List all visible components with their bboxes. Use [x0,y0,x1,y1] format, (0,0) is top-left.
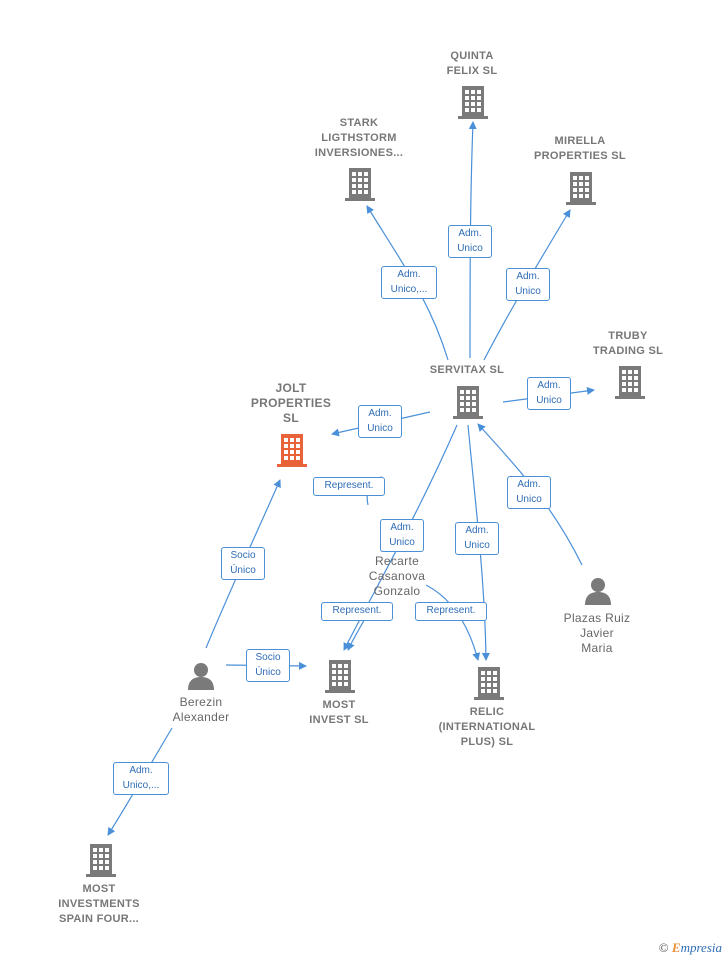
copyright-symbol: © [658,940,669,955]
edge-label-plazas-servitax: Adm. Unico [507,476,551,509]
node-label-servitax: SERVITAX SL [429,364,505,376]
building-icon [566,172,596,205]
building-icon [277,434,307,467]
brand-name: mpresia [680,940,722,955]
edge-label-berezin-jolt: Socio Único [221,547,265,580]
node-label-plazas: Plazas Ruiz Javier Maria [563,611,631,655]
node-label-berezin: Berezin Alexander [172,695,230,724]
node-label-jolt: JOLT PROPERTIES SL [250,381,332,425]
edge-label-servitax-stark: Adm. Unico,... [381,266,437,299]
building-icon [615,366,645,399]
node-label-mirella: MIRELLA PROPERTIES SL [534,135,626,162]
edge-label-recarte-relic: Represent. [415,602,487,621]
building-icon [325,660,355,693]
node-label-truby: TRUBY TRADING SL [592,330,664,357]
node-label-quinta: QUINTA FELIX SL [446,50,498,77]
edge-label-servitax-truby: Adm. Unico [527,377,571,410]
node-label-most-spain: MOST INVESTMENTS SPAIN FOUR... [58,883,140,925]
edge-label-recarte-most-invest: Represent. [321,602,393,621]
edge-label-servitax-jolt: Adm. Unico [358,405,402,438]
edge-label-servitax-most-invest: Adm. Unico [380,519,424,552]
edge-label-berezin-most-spain: Adm. Unico,... [113,762,169,795]
node-label-relic: RELIC (INTERNATIONAL PLUS) SL [438,706,536,748]
brand-watermark: © Empresia [659,940,722,956]
brand-initial: E [671,940,681,955]
building-icon [474,667,504,700]
edge-label-servitax-relic: Adm. Unico [455,522,499,555]
edge-label-servitax-quinta: Adm. Unico [448,225,492,258]
edge-label-servitax-mirella: Adm. Unico [506,268,550,301]
edge-label-berezin-most-invest: Socio Único [246,649,290,682]
building-icon [453,386,483,419]
building-icon [345,168,375,201]
edge-label-recarte-servitax: Represent. [313,477,385,496]
node-label-most-invest: MOST INVEST SL [309,699,369,726]
person-icon [585,578,611,605]
person-icon [188,663,214,690]
building-icon [458,86,488,119]
node-label-recarte: Recarte Casanova Gonzalo [368,554,426,598]
building-icon [86,844,116,877]
node-label-stark: STARK LIGTHSTORM INVERSIONES... [314,117,404,159]
